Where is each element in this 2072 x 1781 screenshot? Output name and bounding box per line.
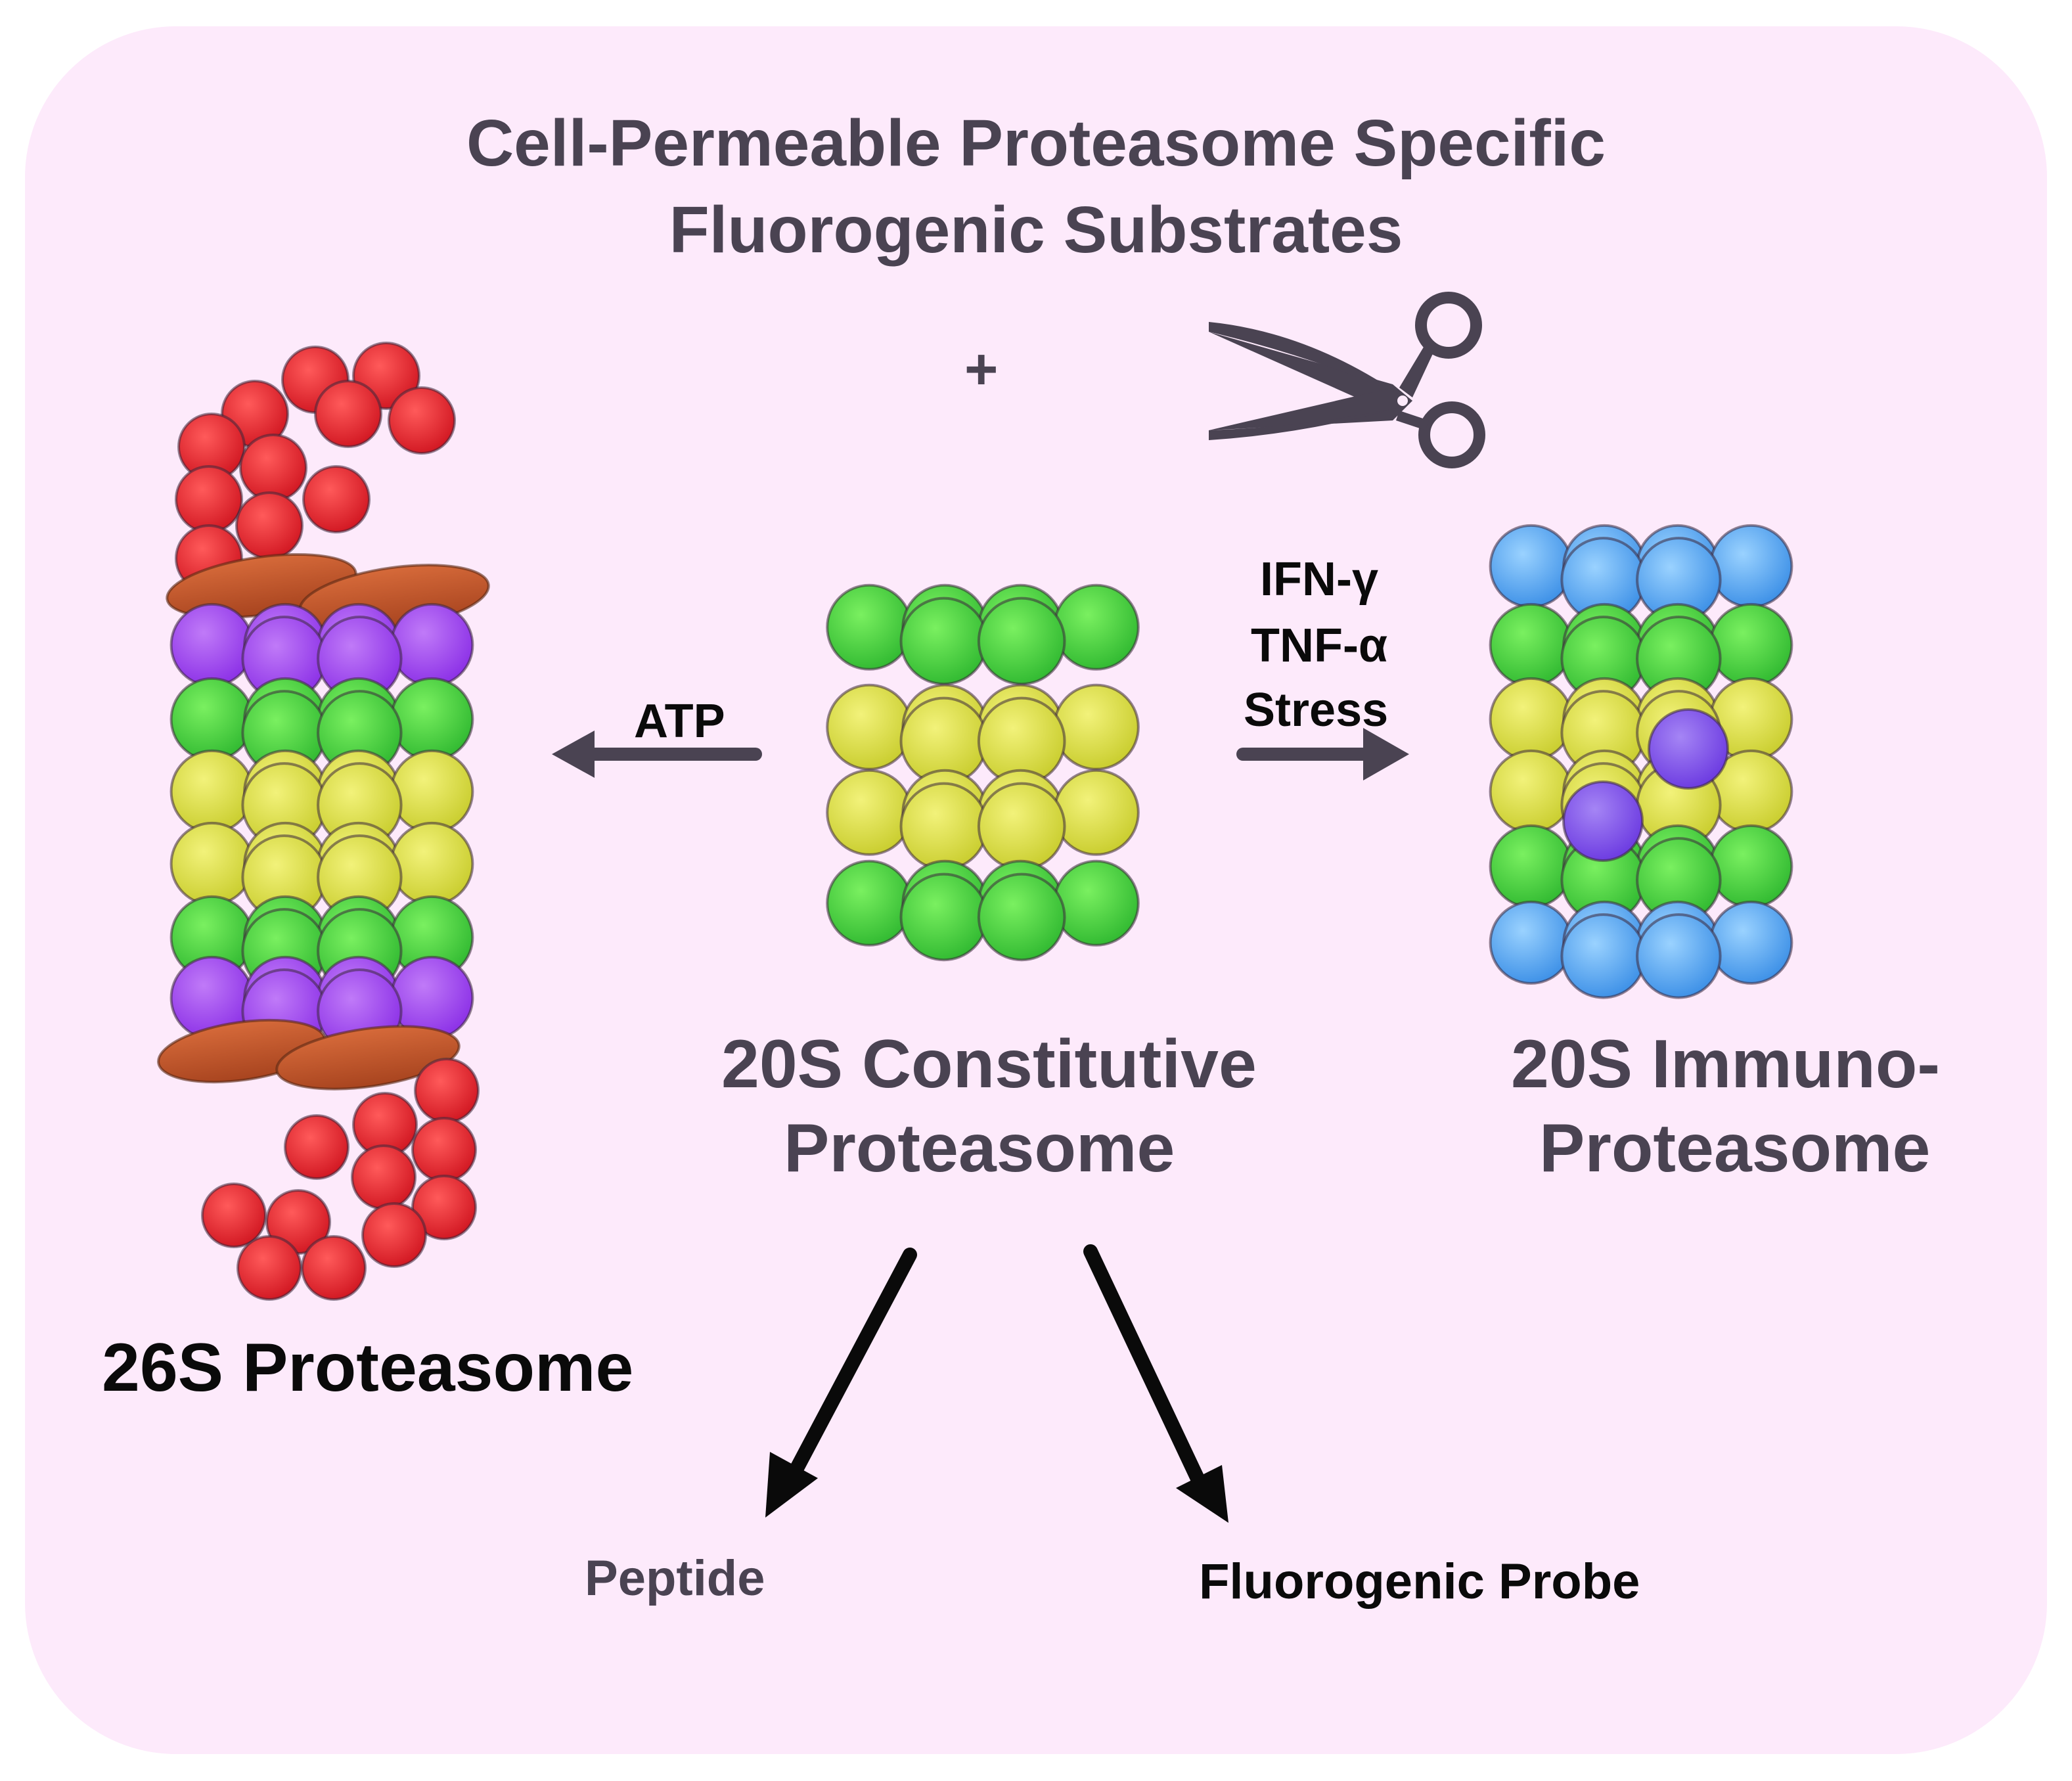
subunit-yellow-back bbox=[390, 821, 474, 906]
subunit-blue-back bbox=[1489, 524, 1573, 608]
peptide-label: Peptide bbox=[585, 1550, 765, 1606]
subunit-red bbox=[414, 1058, 480, 1123]
subunit-yellow-back bbox=[826, 769, 913, 856]
immuno-subunit-violet bbox=[1562, 780, 1644, 862]
right-arrow-icon bbox=[1236, 728, 1409, 780]
subunit-green-front bbox=[899, 872, 989, 962]
subunit-red bbox=[314, 380, 382, 448]
tnf-alpha-label: TNF-α bbox=[1251, 620, 1388, 672]
subunit-green-back bbox=[1489, 824, 1573, 909]
subunit-blue-front bbox=[1636, 913, 1722, 999]
proteasome-26s-illustration bbox=[157, 342, 490, 1301]
fluorogenic-probe-label: Fluorogenic Probe bbox=[1199, 1554, 1640, 1610]
subunit-green-front bbox=[899, 597, 989, 686]
subunit-red bbox=[388, 386, 456, 455]
subunit-yellow-front bbox=[977, 782, 1066, 871]
down-right-arrow-icon bbox=[1083, 1244, 1228, 1523]
plus-sign: + bbox=[964, 336, 999, 401]
immuno-label-line-1: 20S Immuno- bbox=[1511, 1026, 1940, 1102]
subunit-yellow-back bbox=[1052, 683, 1140, 771]
subunit-green-front bbox=[977, 597, 1066, 686]
subunit-red bbox=[175, 465, 243, 533]
subunit-red bbox=[201, 1183, 267, 1248]
subunit-red bbox=[235, 491, 304, 560]
subunit-blue-front bbox=[1560, 913, 1646, 999]
immuno-label-line-2: Proteasome bbox=[1539, 1110, 1931, 1186]
subunit-green-back bbox=[1052, 583, 1140, 671]
proteasome-20s-constitutive-illustration bbox=[826, 583, 1140, 962]
constitutive-label-line-2: Proteasome bbox=[784, 1110, 1175, 1186]
subunit-purple-back bbox=[169, 602, 254, 687]
subunit-yellow-back bbox=[1052, 769, 1140, 856]
subunit-yellow-back bbox=[1489, 749, 1573, 834]
subunit-green-back bbox=[1709, 602, 1793, 687]
subunit-yellow-back bbox=[390, 749, 474, 834]
subunit-yellow-back bbox=[169, 821, 254, 906]
subunit-green-back bbox=[826, 583, 913, 671]
subunit-green-back bbox=[1052, 859, 1140, 947]
subunit-green-front bbox=[977, 872, 1066, 962]
subunit-yellow-back bbox=[1489, 677, 1573, 761]
left-arrow-icon bbox=[552, 731, 762, 778]
subunit-red bbox=[239, 434, 307, 502]
proteasome-26s-label: 26S Proteasome bbox=[102, 1330, 634, 1406]
subunit-blue-back bbox=[1489, 900, 1573, 985]
subunit-yellow-back bbox=[826, 683, 913, 771]
stress-label: Stress bbox=[1244, 684, 1389, 736]
subunit-red bbox=[284, 1114, 349, 1180]
subunit-red bbox=[351, 1144, 417, 1210]
title-line-1: Cell-Permeable Proteasome Specific bbox=[466, 106, 1606, 180]
down-left-arrow-icon bbox=[765, 1248, 917, 1518]
subunit-green-back bbox=[1709, 824, 1793, 909]
constitutive-label-line-1: 20S Constitutive bbox=[721, 1026, 1257, 1102]
subunit-red bbox=[301, 1235, 367, 1301]
proteasome-20s-immuno-illustration bbox=[1489, 524, 1793, 999]
immuno-subunit-violet bbox=[1648, 708, 1729, 790]
subunit-purple-back bbox=[390, 602, 474, 687]
subunit-green-back bbox=[1489, 602, 1573, 687]
ifn-gamma-label: IFN-γ bbox=[1260, 553, 1378, 606]
subunit-yellow-front bbox=[899, 782, 989, 871]
subunit-red bbox=[411, 1175, 477, 1240]
atp-label: ATP bbox=[634, 695, 725, 748]
scissors-icon bbox=[1209, 292, 1485, 468]
subunit-red bbox=[236, 1235, 302, 1301]
subunit-green-back bbox=[826, 859, 913, 947]
subunit-green-back bbox=[169, 677, 254, 761]
subunit-red bbox=[302, 465, 371, 533]
subunit-green-back bbox=[390, 677, 474, 761]
subunit-blue-back bbox=[1709, 900, 1793, 985]
subunit-red bbox=[361, 1202, 427, 1268]
subunit-yellow-back bbox=[169, 749, 254, 834]
cap-disc bbox=[275, 1025, 461, 1091]
title-line-2: Fluorogenic Substrates bbox=[669, 193, 1403, 267]
subunit-blue-back bbox=[1709, 524, 1793, 608]
subunit-red bbox=[411, 1117, 477, 1183]
